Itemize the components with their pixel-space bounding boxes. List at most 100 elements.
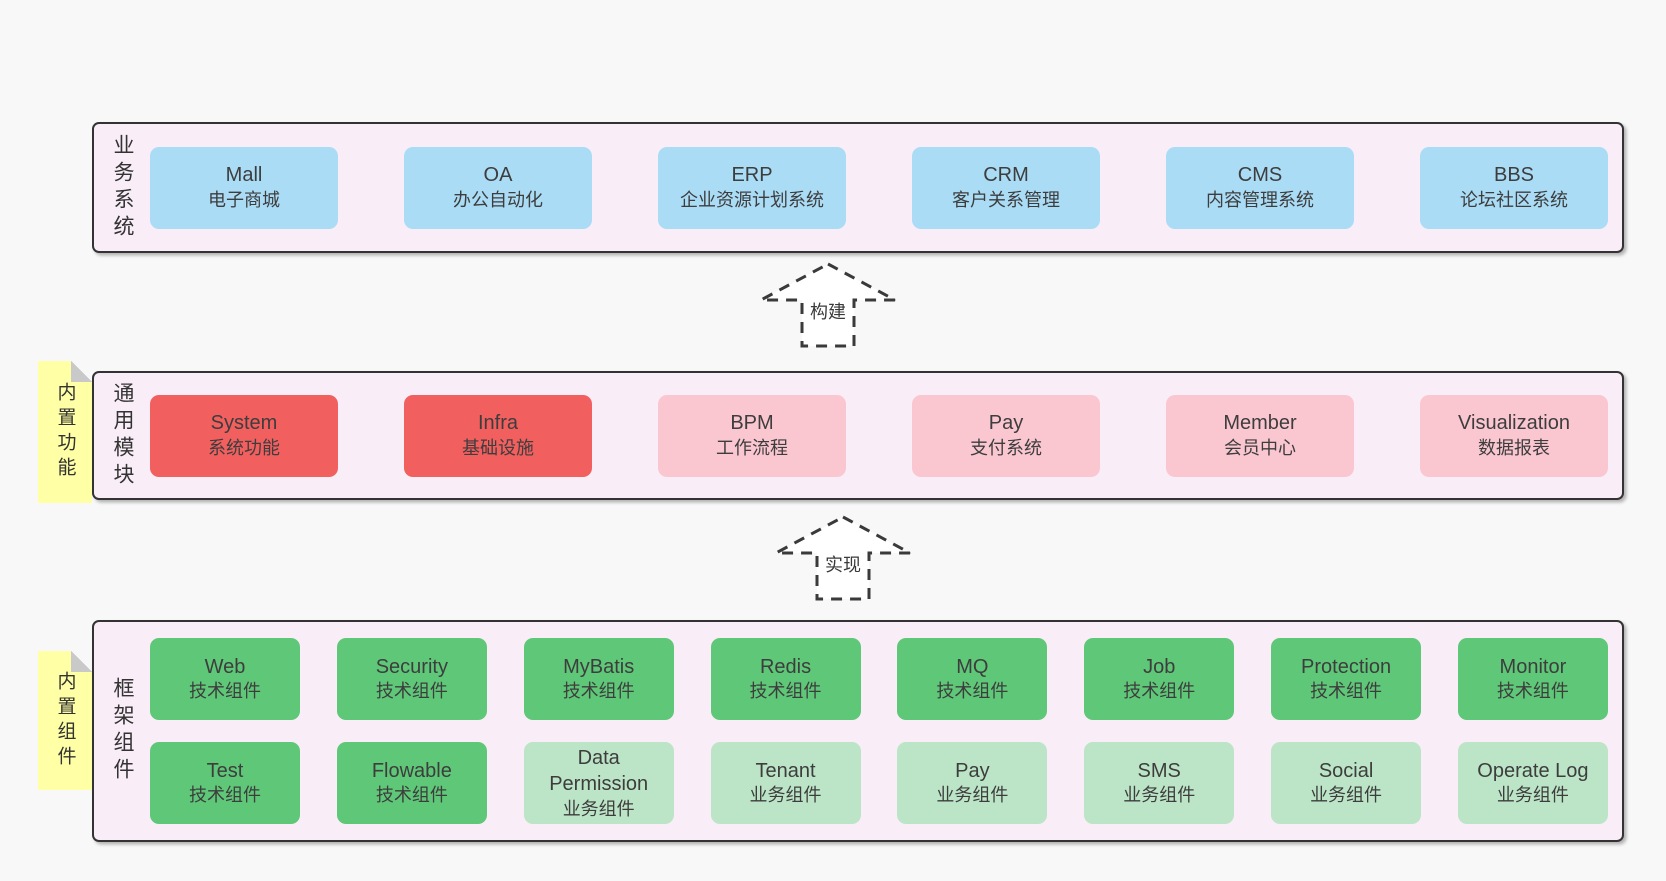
box-title: Flowable	[371, 759, 452, 782]
box-title: System	[210, 412, 278, 435]
box-subtitle: 基础设施	[462, 437, 534, 458]
arrow-label: 实现	[825, 555, 861, 575]
box-subtitle: 技术组件	[749, 681, 822, 702]
box-title: CRM	[983, 164, 1029, 187]
box-subtitle: 业务组件	[1123, 785, 1196, 806]
box-title: Social	[1318, 759, 1374, 782]
box-subtitle: 技术组件	[562, 681, 635, 702]
note-label: 内置组件	[54, 670, 76, 771]
box-title: Visualization	[1458, 412, 1570, 435]
layer-label: 框架组件	[111, 677, 134, 785]
layer-label: 业务系统	[111, 133, 134, 242]
box-subtitle: 业务组件	[749, 785, 822, 806]
box-subtitle: 客户关系管理	[952, 189, 1060, 210]
note-fold-corner-icon	[71, 651, 92, 672]
box-tenant: Tenant 业务组件	[710, 742, 861, 824]
box-subtitle: 技术组件	[189, 681, 261, 702]
box-title: Redis	[759, 655, 812, 678]
box-title: Security	[375, 655, 448, 678]
box-subtitle: 技术组件	[1310, 681, 1383, 702]
note-fold-corner-icon	[71, 361, 92, 382]
box-subtitle: 技术组件	[936, 681, 1009, 702]
box-subtitle: 业务组件	[1310, 785, 1383, 806]
box-mybatis: MyBatis 技术组件	[523, 638, 674, 720]
box-redis: Redis 技术组件	[710, 638, 861, 720]
built-in-functions-note: 内置功能	[38, 361, 92, 503]
box-monitor: Monitor 技术组件	[1457, 638, 1608, 720]
box-title: MyBatis	[563, 655, 635, 678]
box-subtitle: 电子商城	[208, 189, 280, 210]
box-title: Data Permission	[549, 746, 649, 796]
box-flowable: Flowable 技术组件	[336, 742, 487, 824]
box-sms: SMS 业务组件	[1084, 742, 1235, 824]
box-mq: MQ 技术组件	[897, 638, 1048, 720]
box-social: Social 业务组件	[1271, 742, 1422, 824]
box-subtitle: 业务组件	[1496, 785, 1569, 806]
arrow-label: 构建	[810, 302, 846, 322]
box-subtitle: 技术组件	[375, 681, 448, 702]
build-arrow: 构建	[758, 261, 898, 349]
built-in-components-note: 内置组件	[38, 651, 92, 790]
box-title: Test	[206, 759, 244, 782]
box-title: Job	[1143, 655, 1176, 678]
dashed-up-arrow-icon: 实现	[775, 515, 911, 601]
box-title: Web	[204, 655, 246, 678]
box-subtitle: 会员中心	[1224, 437, 1296, 458]
box-title: Monitor	[1499, 655, 1567, 678]
implement-arrow: 实现	[773, 514, 913, 602]
box-subtitle: 论坛社区系统	[1460, 189, 1568, 210]
box-title: Member	[1223, 412, 1297, 435]
box-subtitle: 系统功能	[208, 437, 280, 458]
box-subtitle: 技术组件	[375, 785, 448, 806]
note-label: 内置功能	[54, 382, 76, 482]
box-subtitle: 企业资源计划系统	[680, 189, 824, 210]
box-subtitle: 支付系统	[970, 437, 1042, 458]
box-title: Mall	[225, 164, 263, 187]
box-title: CMS	[1237, 164, 1283, 187]
layer-label: 通用模块	[111, 381, 134, 490]
box-title: Operate Log	[1477, 759, 1589, 782]
box-title: MQ	[956, 655, 989, 678]
box-title: BPM	[730, 412, 774, 435]
box-title: SMS	[1137, 759, 1181, 782]
box-operate-log: Operate Log 业务组件	[1457, 742, 1608, 824]
box-title: BBS	[1493, 164, 1535, 187]
box-subtitle: 工作流程	[716, 437, 788, 458]
box-web: Web 技术组件	[150, 638, 300, 720]
box-security: Security 技术组件	[336, 638, 487, 720]
box-title: Infra	[477, 412, 519, 435]
box-title: OA	[483, 164, 513, 187]
box-subtitle: 业务组件	[562, 798, 635, 819]
box-subtitle: 内容管理系统	[1206, 189, 1314, 210]
box-title: Pay	[988, 412, 1024, 435]
box-title: Tenant	[755, 759, 816, 782]
box-subtitle: 技术组件	[1496, 681, 1569, 702]
box-subtitle: 办公自动化	[453, 189, 543, 210]
box-subtitle: 业务组件	[936, 785, 1009, 806]
